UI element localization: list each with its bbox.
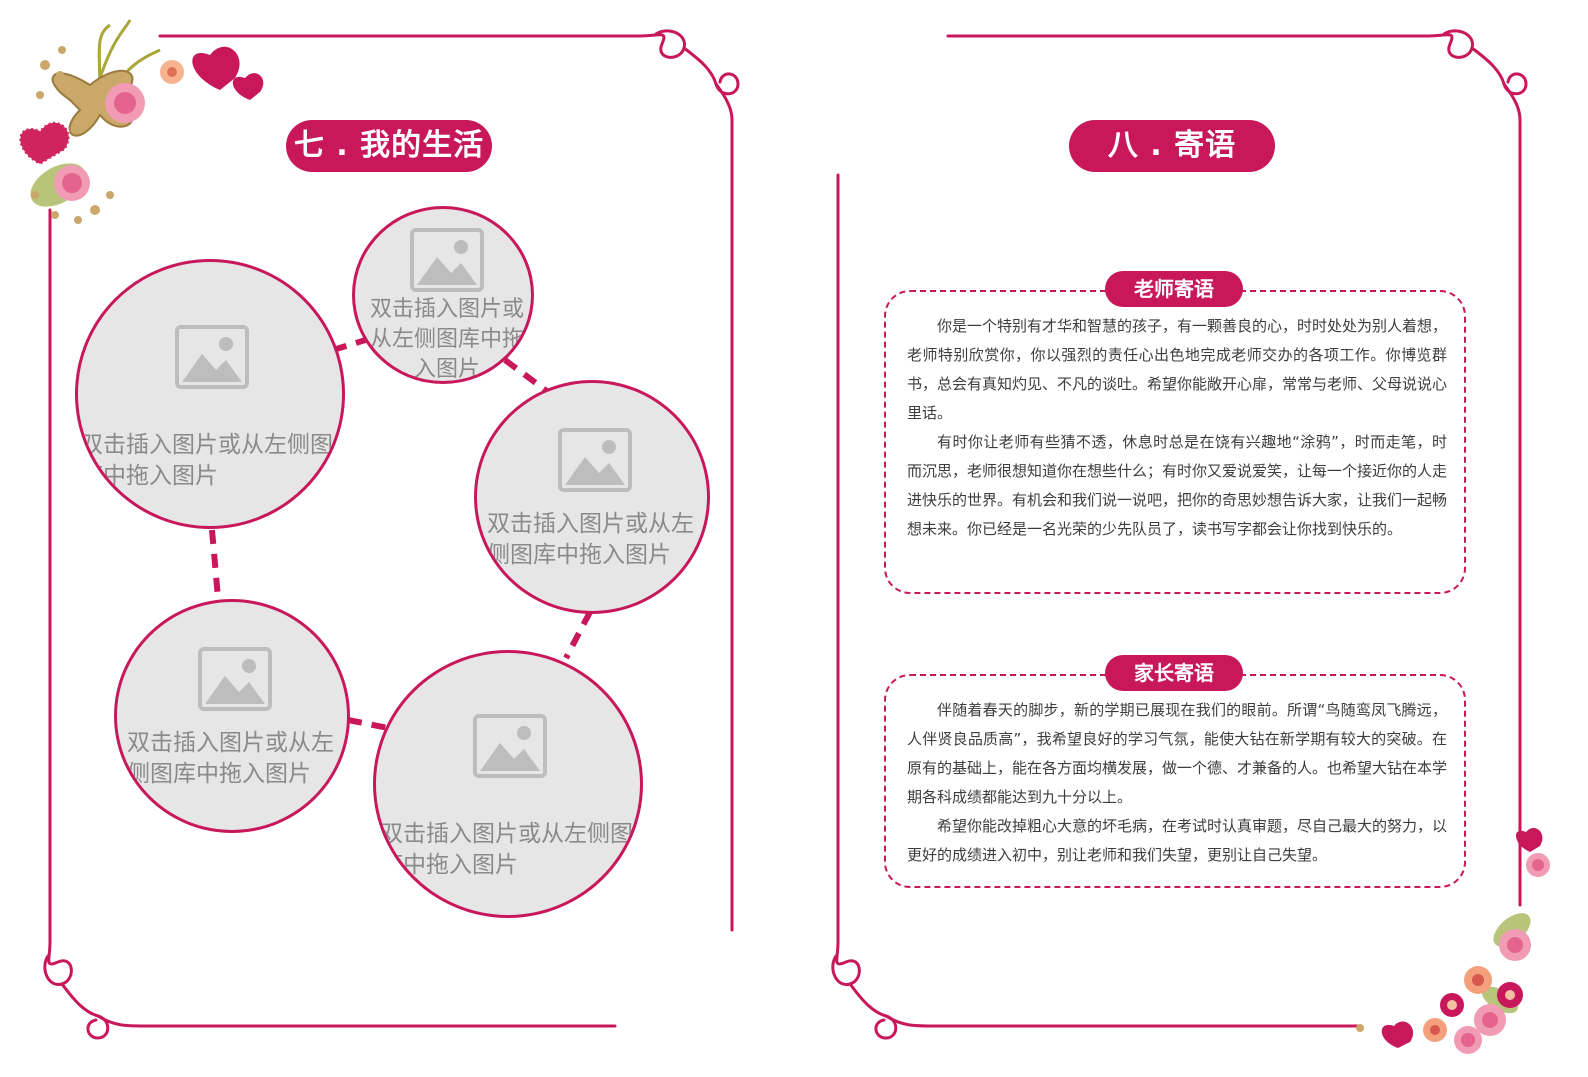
- teacher-message-label: 老师寄语: [1105, 271, 1243, 307]
- photo-placeholder-text: 双击插入图片或从左侧图库中拖入图片: [80, 432, 333, 489]
- photo-placeholder-text: 双击插入图片或从左侧图库中拖入图片: [369, 297, 524, 382]
- teacher-paragraph: 你是一个特别有才华和智慧的孩子，有一颗善良的心，时时处处为别人着想，老师特别欣赏…: [907, 317, 1448, 422]
- parent-paragraph: 伴随着春天的脚步，新的学期已展现在我们的眼前。所谓“鸟随鸾凤飞腾远，人伴贤良品质…: [907, 701, 1448, 806]
- swirl-ornament-icon: [831, 940, 934, 1040]
- photo-placeholder-text: 双击插入图片或从左侧图库中拖入图片: [380, 821, 633, 878]
- section-title-my-life: 七 . 我的生活: [286, 120, 492, 172]
- swirl-ornament-icon: [1426, 29, 1528, 122]
- parent-paragraph: 希望你能改掉粗心大意的坏毛病，在考试时认真审题，尽自己最大的努力，以更好的成绩进…: [907, 817, 1448, 864]
- heart-icon: [232, 73, 264, 100]
- swirl-ornament-icon: [43, 940, 147, 1040]
- photo-placeholder[interactable]: 双击插入图片或从左侧图库中拖入图片: [474, 380, 710, 614]
- teacher-paragraph: 有时你让老师有些猜不透，休息时总是在饶有兴趣地“涂鸦”，时而走笔，时而沉思，老师…: [907, 433, 1448, 538]
- section-title-messages: 八 . 寄语: [1069, 120, 1275, 172]
- photo-placeholder-text: 双击插入图片或从左侧图库中拖入图片: [487, 511, 694, 568]
- photo-placeholder[interactable]: 双击插入图片或从左侧图库中拖入图片: [114, 599, 350, 833]
- photo-placeholder-text: 双击插入图片或从左侧图库中拖入图片: [127, 730, 334, 787]
- photo-placeholder[interactable]: 双击插入图片或从左侧图库中拖入图片: [352, 206, 534, 384]
- image-placeholder-icon: [473, 714, 547, 778]
- heart-icon: [18, 120, 71, 167]
- image-placeholder-icon: [410, 228, 484, 292]
- image-placeholder-icon: [175, 325, 249, 389]
- teacher-message-text: 你是一个特别有才华和智慧的孩子，有一颗善良的心，时时处处为别人着想，老师特别欣赏…: [907, 312, 1447, 544]
- heart-icon: [1381, 1021, 1414, 1048]
- image-placeholder-icon: [198, 647, 272, 711]
- heart-icon: [1515, 827, 1543, 852]
- photo-placeholder[interactable]: 双击插入图片或从左侧图库中拖入图片: [75, 259, 345, 529]
- parent-message-text: 伴随着春天的脚步，新的学期已展现在我们的眼前。所谓“鸟随鸾凤飞腾远，人伴贤良品质…: [907, 696, 1447, 870]
- swirl-ornament-icon: [638, 29, 740, 122]
- photo-placeholder[interactable]: 双击插入图片或从左侧图库中拖入图片: [373, 650, 643, 918]
- parent-message-label: 家长寄语: [1105, 655, 1243, 691]
- flower-bouquet-icon: [30, 19, 184, 224]
- heart-icon: [192, 46, 240, 90]
- image-placeholder-icon: [558, 428, 632, 492]
- flower-bouquet-icon: [1356, 913, 1531, 1054]
